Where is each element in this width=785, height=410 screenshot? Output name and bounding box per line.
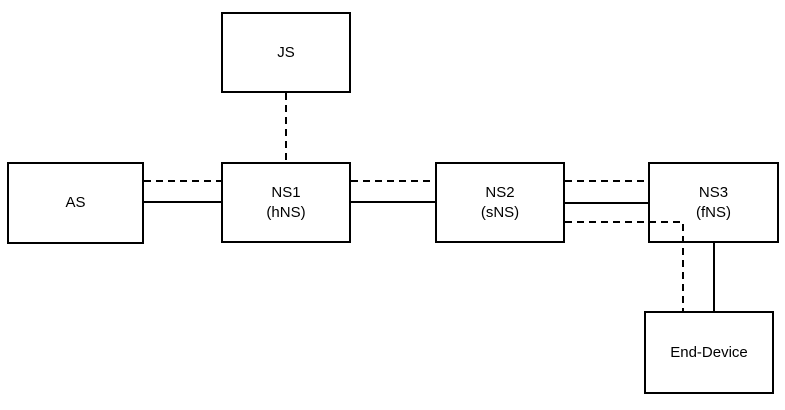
node-ns2: NS2 (sNS): [435, 162, 565, 243]
node-js: JS: [221, 12, 351, 93]
node-as-label: AS: [65, 194, 86, 211]
node-end-device-label: End-Device: [670, 343, 748, 361]
node-ns3: NS3 (fNS): [648, 162, 779, 243]
node-ns1-label: NS1: [271, 183, 301, 201]
node-ns3-sublabel: (fNS): [696, 203, 731, 221]
node-ns1: NS1 (hNS): [221, 162, 351, 243]
node-as: AS: [7, 162, 144, 244]
node-ns2-sublabel: (sNS): [480, 203, 520, 221]
node-end-device: End-Device: [644, 311, 774, 394]
node-ns3-label: NS3: [698, 183, 729, 201]
node-ns2-label: NS2: [485, 183, 515, 201]
node-ns1-sublabel: (hNS): [266, 203, 306, 221]
node-js-label: JS: [277, 43, 295, 61]
